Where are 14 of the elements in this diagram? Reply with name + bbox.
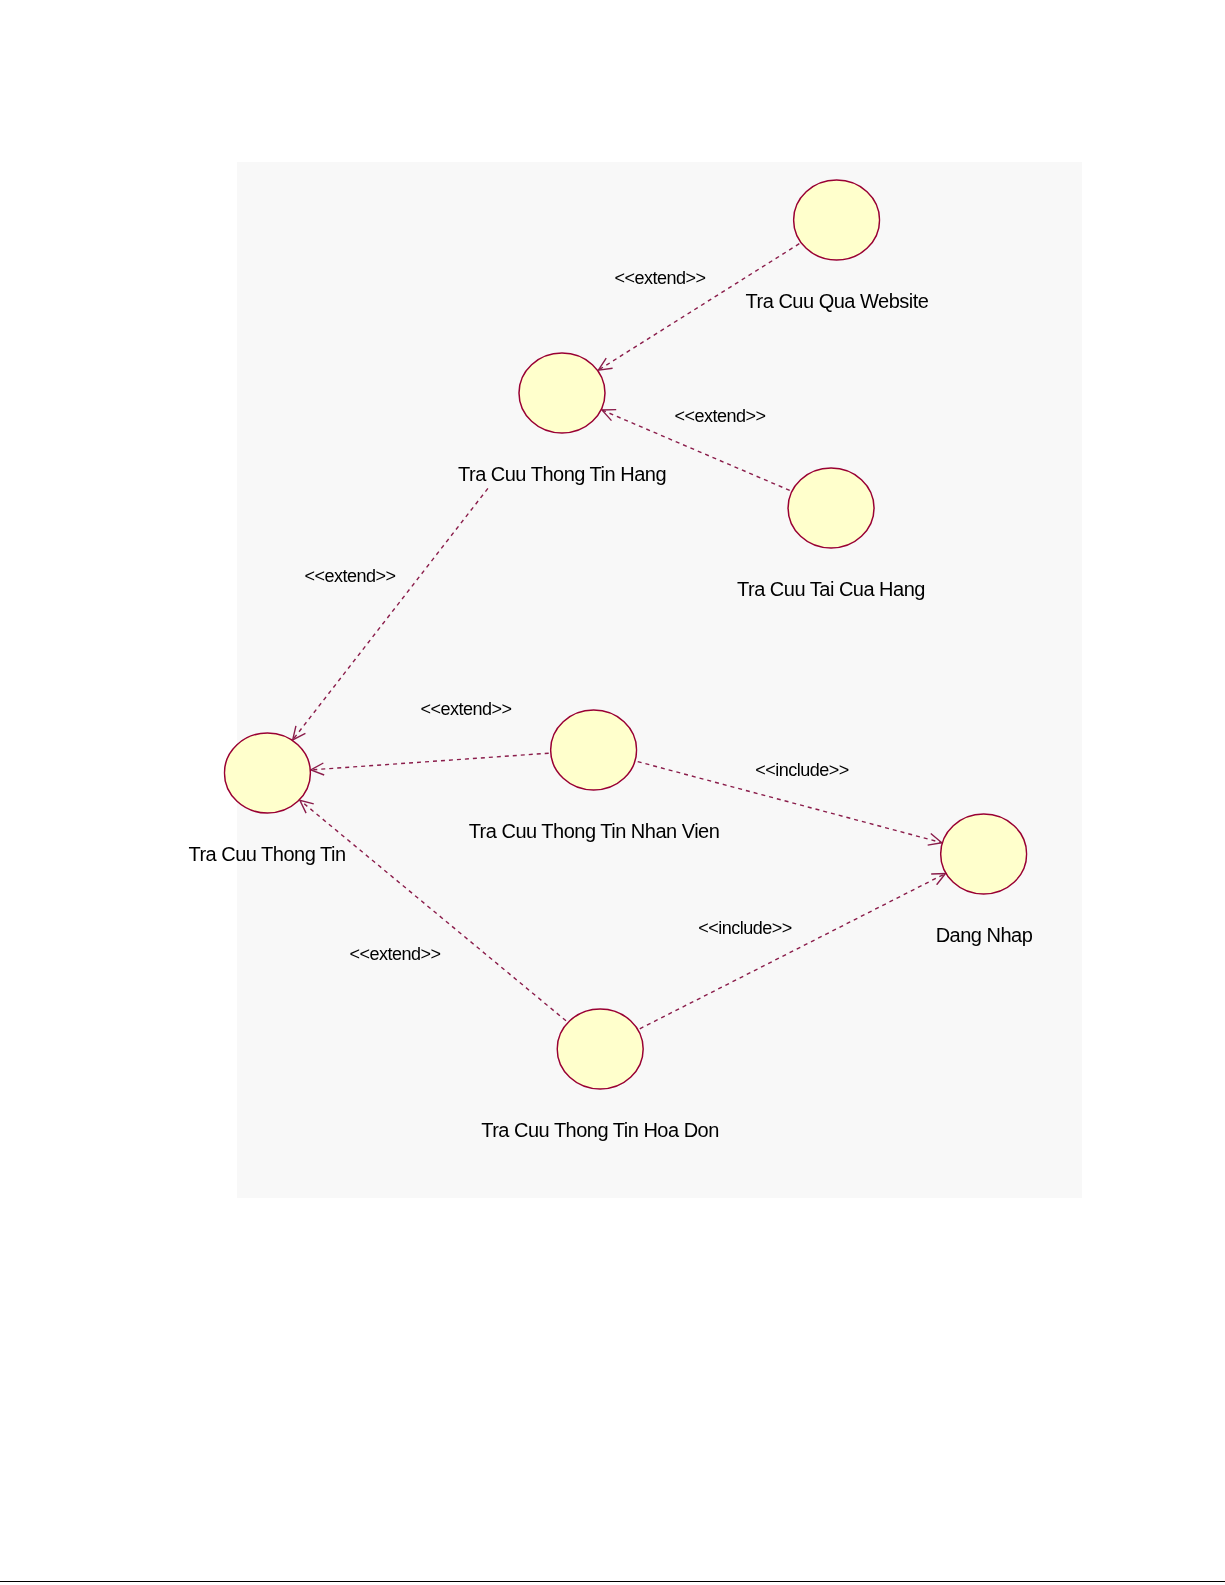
dependency-arrow: [601, 408, 791, 492]
dependency-arrow: [597, 243, 800, 371]
dependency-arrow: [637, 760, 943, 846]
use-case-name: Tra Cuu Thong Tin Nhan Vien: [468, 819, 720, 843]
dependency-arrow: [639, 872, 947, 1030]
use-case-name: Tra Cuu Thong Tin: [188, 842, 346, 866]
use-case-name: Tra Cuu Thong Tin Hang: [458, 462, 666, 486]
use-case-name: Tra Cuu Tai Cua Hang: [737, 577, 925, 601]
dependency-arrow: [299, 799, 567, 1022]
dependency-arrow: [292, 487, 489, 741]
dependency-arrow: [310, 752, 550, 776]
use-case-name: Tra Cuu Qua Website: [745, 289, 929, 313]
use-case-name: Dang Nhap: [935, 923, 1033, 947]
use-case-name: Tra Cuu Thong Tin Hoa Don: [481, 1118, 719, 1142]
